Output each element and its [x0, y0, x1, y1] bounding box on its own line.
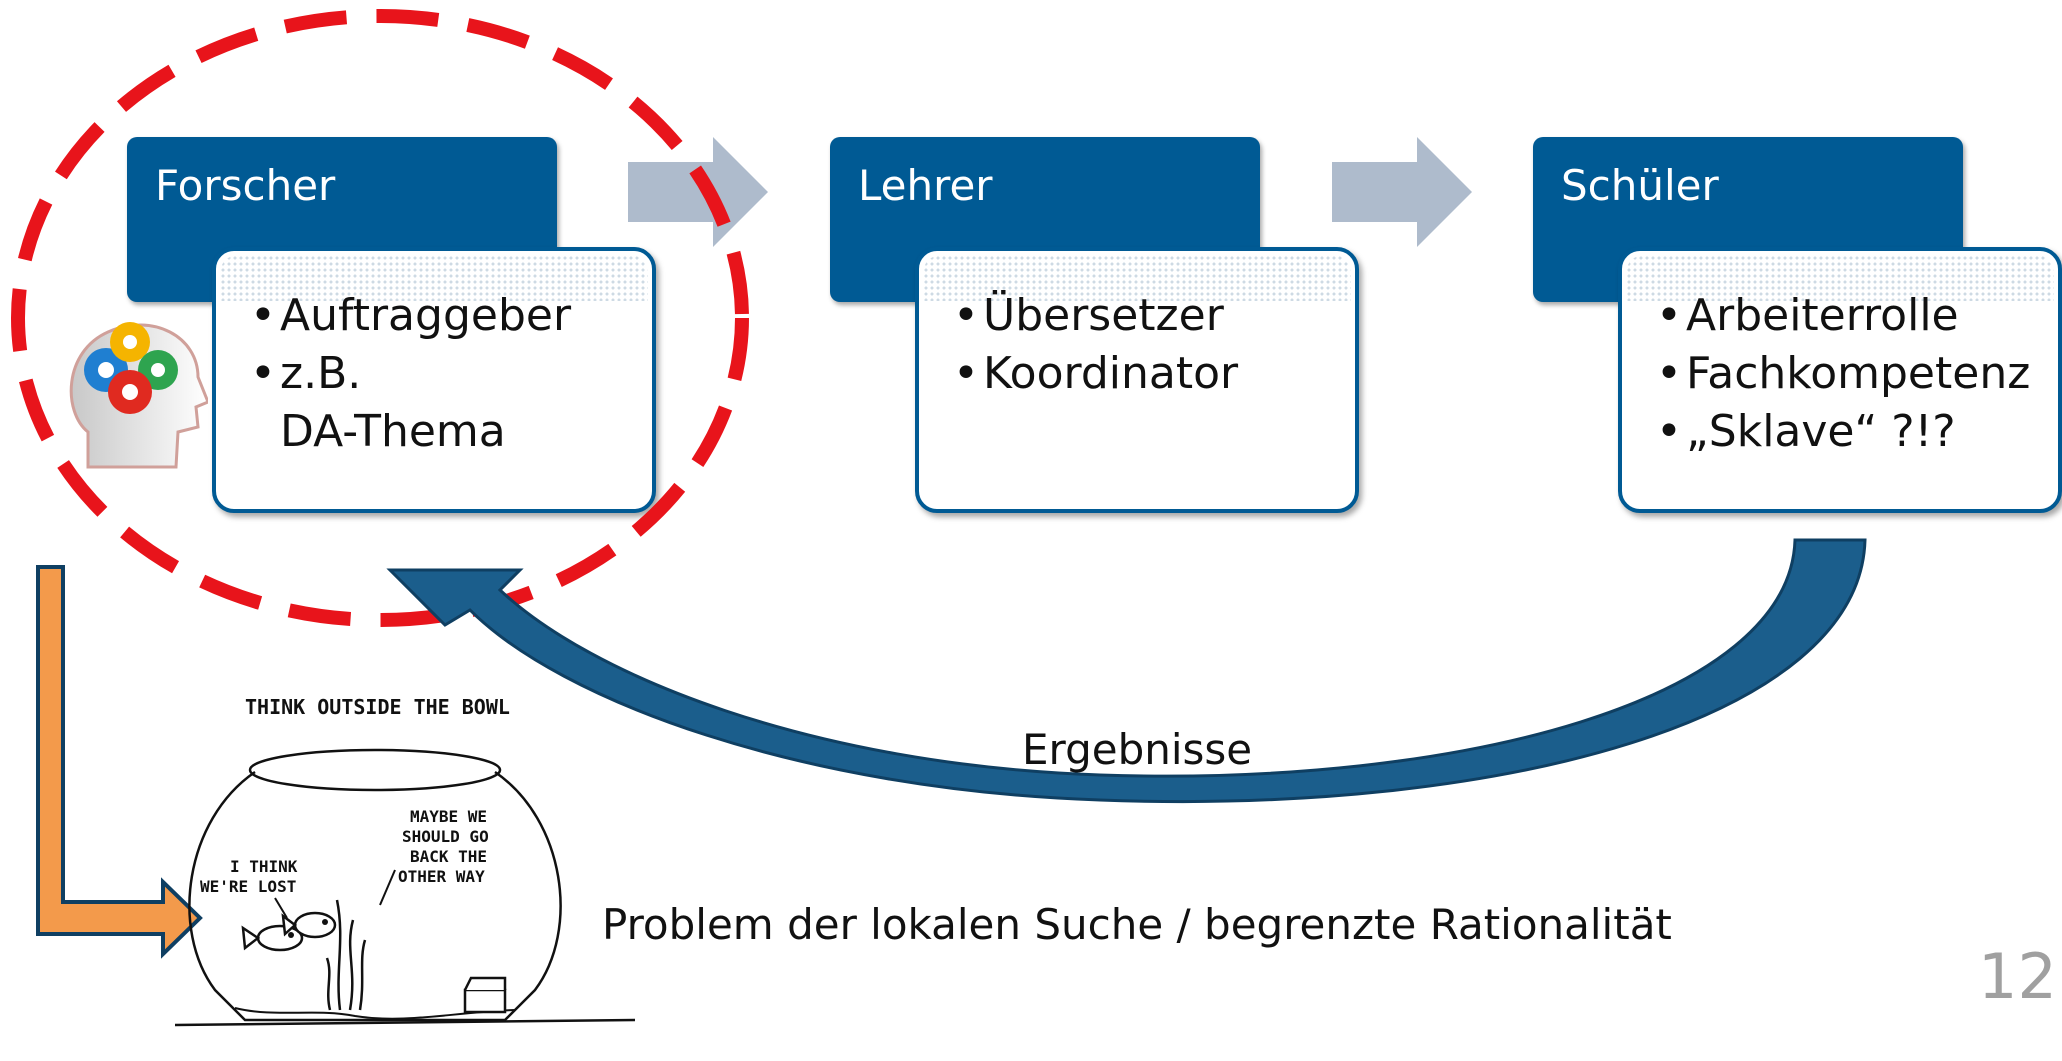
fishbowl-comic: THINK OUTSIDE THE BOWL I THINK WE'RE LOS… [174, 695, 636, 1027]
page-number: 12 [1978, 940, 2057, 1013]
seaweed-icon [325, 899, 367, 1011]
stage-lehrer-list: Übersetzer Koordinator [953, 287, 1238, 403]
speech-right-line-4: OTHER WAY [398, 867, 485, 886]
treasure-chest-icon [463, 976, 507, 1014]
stage-forscher-details: Auftraggeber z.B. DA-Thema [212, 247, 656, 513]
head-with-gears-icon [69, 322, 208, 469]
stage-forscher-list: Auftraggeber z.B. DA-Thema [250, 287, 571, 461]
flow-arrow-2 [1332, 137, 1472, 247]
feedback-label: Ergebnisse [1022, 725, 1253, 774]
orange-l-arrow [36, 565, 203, 959]
speech-left-line-1: I THINK [230, 857, 298, 876]
flow-arrow-1 [628, 137, 768, 247]
list-item: Koordinator [953, 345, 1238, 403]
list-item: Fachkompetenz [1656, 345, 2030, 403]
list-item: Arbeiterrolle [1656, 287, 2030, 345]
stage-lehrer-details: Übersetzer Koordinator [915, 247, 1359, 513]
comic-title: THINK OUTSIDE THE BOWL [245, 695, 510, 719]
speech-left-line-2: WE'RE LOST [200, 877, 296, 896]
stage-lehrer-title: Lehrer [858, 161, 993, 210]
stage-schueler-title: Schüler [1561, 161, 1719, 210]
list-item: Auftraggeber [250, 287, 571, 345]
speech-right-line-1: MAYBE WE [410, 807, 487, 826]
stage-schueler-list: Arbeiterrolle Fachkompetenz „Sklave“ ?!? [1656, 287, 2030, 461]
list-item: „Sklave“ ?!? [1656, 403, 2030, 461]
stage-forscher-title: Forscher [155, 161, 336, 210]
stage-schueler-details: Arbeiterrolle Fachkompetenz „Sklave“ ?!? [1618, 247, 2062, 513]
speech-right-line-2: SHOULD GO [402, 827, 489, 846]
highlight-dashed-ellipse [11, 9, 749, 627]
speech-right-line-3: BACK THE [410, 847, 487, 866]
list-item: Übersetzer [953, 287, 1238, 345]
list-item: z.B. DA-Thema [250, 345, 571, 461]
fish-icon [241, 911, 337, 952]
problem-caption: Problem der lokalen Suche / begrenzte Ra… [602, 900, 1672, 949]
